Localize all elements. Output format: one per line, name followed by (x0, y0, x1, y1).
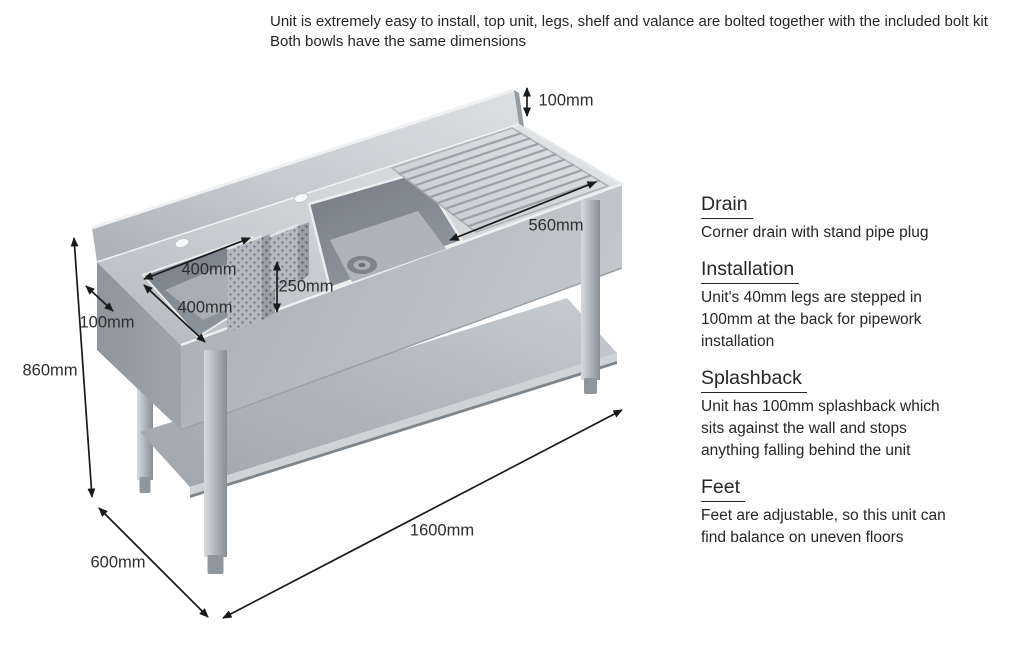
dim-unit-depth-label: 600mm (90, 553, 146, 572)
section-installation: Installation Unit's 40mm legs are steppe… (701, 257, 1023, 353)
dim-drainer-length-arrow (449, 181, 597, 241)
unit-left-panel (97, 262, 181, 430)
dim-unit-length-label: 1600mm (409, 521, 475, 540)
dim-unit-length-arrow (222, 409, 623, 619)
dim-splashback-height-label: 100mm (538, 91, 594, 110)
dim-drainer-length-label: 560mm (528, 216, 584, 235)
intro-line-2: Both bowls have the same dimensions (270, 33, 526, 50)
front-right-leg (581, 200, 600, 394)
front-left-leg (204, 350, 227, 574)
dim-bowl-depth-label: 250mm (278, 277, 334, 296)
section-splashback: Splashback Unit has 100mm splashback whi… (701, 366, 1023, 462)
section-drain-heading: Drain (701, 192, 753, 219)
section-feet-heading: Feet (701, 475, 746, 502)
dim-bowl-length-label: 400mm (177, 298, 233, 317)
section-installation-heading: Installation (701, 257, 800, 284)
dim-bowl-width-label: 400mm (181, 260, 237, 279)
section-drain-body: Corner drain with stand pipe plug (701, 224, 929, 241)
tap-hole-right (293, 192, 309, 204)
section-drain: Drain Corner drain with stand pipe plug (701, 192, 1023, 244)
feature-descriptions: Drain Corner drain with stand pipe plug … (701, 192, 1023, 562)
dimension-arrows (70, 87, 623, 619)
bowl-middle (307, 170, 464, 290)
intro-text: Unit is extremely easy to install, top u… (270, 12, 1020, 52)
section-splashback-body: Unit has 100mm splashback which sits aga… (701, 398, 940, 459)
unit-front-fascia (181, 184, 622, 430)
intro-line-1: Unit is extremely easy to install, top u… (270, 13, 988, 30)
section-installation-body: Unit's 40mm legs are stepped in 100mm at… (701, 289, 922, 350)
section-feet-body: Feet are adjustable, so this unit can fi… (701, 507, 946, 546)
splashback (91, 88, 524, 263)
dim-unit-depth-arrow (98, 507, 209, 618)
dim-leg-step-label: 100mm (79, 313, 135, 332)
section-feet: Feet Feet are adjustable, so this unit c… (701, 475, 1023, 549)
dim-bowl-length-arrow (143, 284, 206, 343)
dim-bowl-width-arrow (143, 237, 251, 280)
dim-unit-height-arrow (70, 237, 96, 498)
section-splashback-heading: Splashback (701, 366, 807, 393)
dim-unit-height-label: 860mm (22, 361, 78, 380)
